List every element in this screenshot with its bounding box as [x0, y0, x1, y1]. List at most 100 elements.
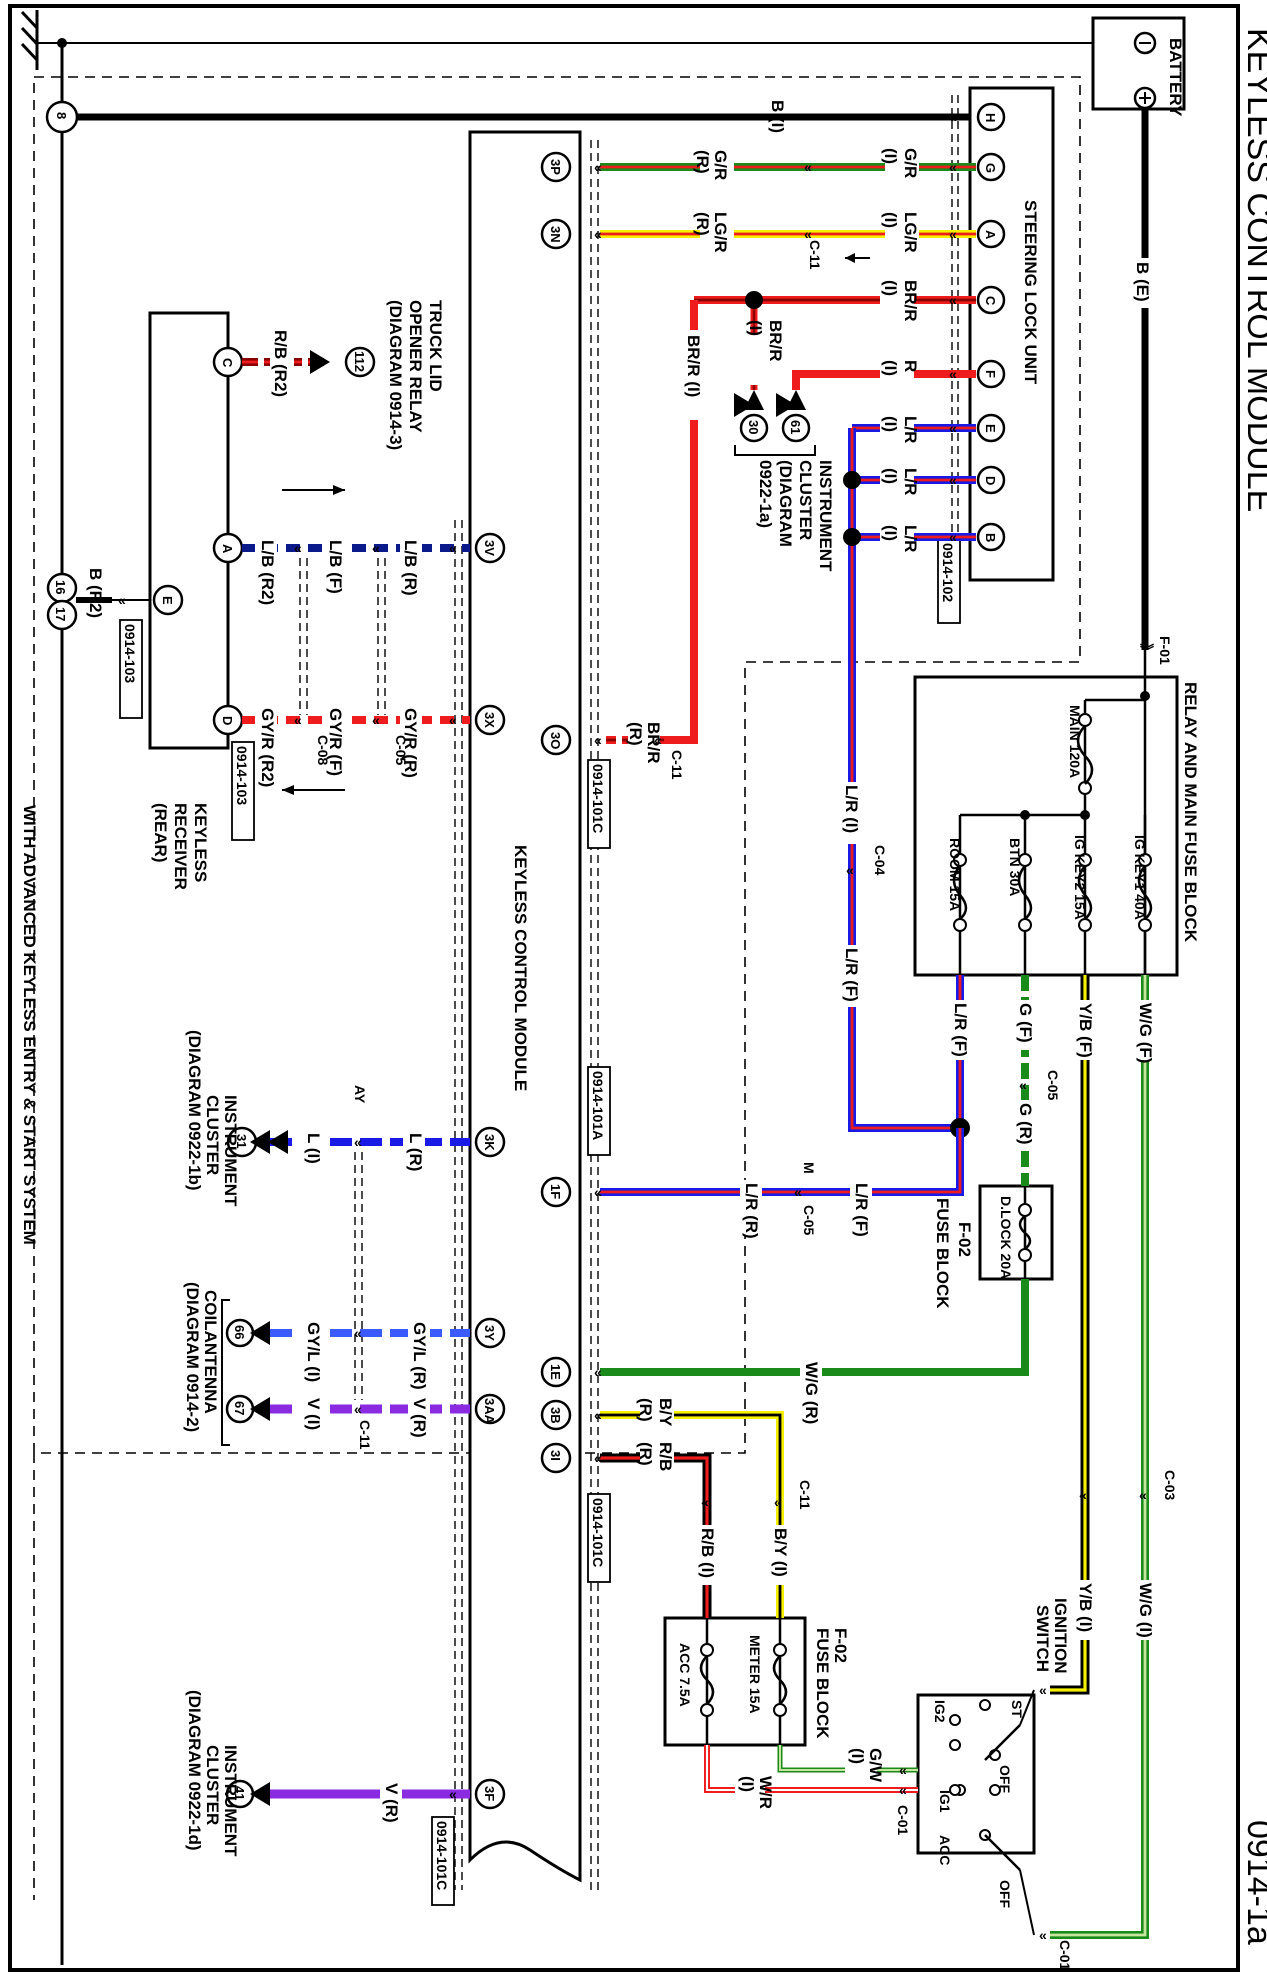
- wire-label: (I): [738, 1776, 757, 1792]
- fuse-block-f02-id: F-02: [955, 1222, 974, 1257]
- pin-label: A: [983, 230, 998, 240]
- footer-note: WITH ADVANCED KEYLESS ENTRY & START SYST…: [20, 805, 39, 1245]
- wire-w-r-stripe: [705, 1745, 918, 1792]
- wire-l-r-1f-stripe: [600, 1128, 962, 1194]
- connector-chevron-icon: «: [949, 109, 957, 125]
- connector-chevron-icon: «: [594, 1184, 602, 1200]
- connector-c11-label: C-11: [797, 1480, 813, 1510]
- wire-label: BR/R: [766, 320, 785, 362]
- connector-c05-label: C-05: [1045, 1070, 1061, 1101]
- wire-b-y: [600, 1411, 784, 1618]
- switch-arm: [984, 1724, 1021, 1761]
- wire-label: (I): [881, 468, 900, 484]
- connector-chevron-icon: «: [594, 1407, 602, 1423]
- junction-dot: [843, 528, 861, 546]
- pin-label: D: [983, 476, 998, 485]
- arrow-icon: [250, 1130, 270, 1154]
- pin-label: 3AA: [482, 1398, 497, 1425]
- wire-label: L/R: [901, 468, 920, 495]
- connector-chevron-icon: «: [594, 159, 602, 175]
- coil-antenna-label: (DIAGRAM 0914-2): [183, 1282, 202, 1432]
- fuse-terminal: [1138, 918, 1152, 932]
- pin-label: H: [983, 113, 998, 122]
- receiver-pin-E: [152, 584, 184, 616]
- wire-label: L/R (F): [951, 1003, 970, 1057]
- page-number: 0914-1a: [1240, 1820, 1267, 1945]
- pin-label: 3N: [548, 226, 563, 243]
- wire-label: (I): [881, 360, 900, 376]
- connector-c01-label: C-01: [1057, 1940, 1073, 1971]
- wire-r: [792, 370, 976, 390]
- battery-label: BATTERY: [1166, 38, 1185, 117]
- wire-label: (I): [881, 280, 900, 296]
- arrow-icon: [310, 350, 330, 374]
- arrow-icon: [845, 253, 855, 263]
- connector-chevron-icon: «: [372, 712, 380, 728]
- connector-chevron-icon: «: [949, 159, 957, 175]
- truck-lid-label: OPENER RELAY: [406, 300, 425, 433]
- keyless-control-module-box: [468, 130, 582, 1883]
- wire-label-b-i: B (I): [768, 100, 787, 133]
- wire-label: G/W: [866, 1748, 885, 1783]
- arrow-icon: [333, 485, 345, 495]
- fuse-ig-key1: IG KEY1 40A: [1132, 835, 1148, 920]
- wire-label: LG/R: [711, 212, 730, 253]
- wire-label: (R): [626, 722, 645, 746]
- wire-label: G (F): [1016, 1003, 1035, 1043]
- fuse-terminal: [700, 1703, 714, 1717]
- kcm-pin-3N: [540, 218, 572, 250]
- pin-label: 1E: [548, 1364, 563, 1380]
- connector-chevron-icon: «: [804, 159, 812, 175]
- steering-lock-pin-D: [976, 465, 1006, 495]
- ignition-switch-label2: SWITCH: [1033, 1605, 1052, 1672]
- pin-label: 66: [232, 1325, 247, 1339]
- pin-label: 1F: [548, 1184, 563, 1199]
- wire-label: R: [901, 360, 920, 372]
- wire-label: L/R: [901, 416, 920, 443]
- connector-chevron-icon: «: [449, 540, 457, 556]
- kcm-pin-3O: [540, 724, 572, 756]
- steering-lock-pin-F: [976, 359, 1006, 389]
- pin-label: 3X: [482, 712, 497, 728]
- connector-chevron-icon: «: [594, 732, 602, 748]
- wire-l-r-1f: [600, 1128, 964, 1196]
- connector-chevron-icon: «: [949, 366, 957, 382]
- wire-label: Y/B (I): [1076, 1583, 1095, 1632]
- connector-chevron: ︾: [1140, 643, 1154, 659]
- wire-label: BR/R: [644, 722, 663, 764]
- connector-chevron: «: [118, 592, 126, 608]
- arrow-icon: [250, 1321, 270, 1345]
- keyless-receiver-label2: RECEIVER: [171, 803, 190, 890]
- coil-antenna-label: COILANTENNA: [201, 1290, 220, 1414]
- pin-label: C: [220, 358, 235, 368]
- wire-label: (I): [881, 525, 900, 541]
- arrow-icon: [776, 393, 796, 417]
- pin-label: F: [983, 370, 998, 378]
- pin-label: 41: [232, 1786, 247, 1800]
- connector-chevron-icon: «: [594, 226, 602, 242]
- bracket: [221, 1299, 230, 1446]
- wire-y-b-stripe: [1050, 975, 1087, 1692]
- kcm-pin-3V: [474, 532, 506, 564]
- wire-label: GY/R (R): [401, 708, 420, 778]
- ground-node-8-label: 8: [54, 112, 69, 119]
- kcm-pin-3AA: [474, 1393, 506, 1425]
- fuse-icon: [1017, 865, 1033, 920]
- connector-chevron-icon: «: [654, 732, 662, 748]
- ref-0914-101c-c: 0914-101C: [434, 1821, 450, 1890]
- connector-chevron-icon: «: [794, 1184, 802, 1200]
- fuse-block-f02-dlock-box: [978, 1184, 1054, 1281]
- pin-label: 3O: [548, 732, 563, 749]
- switch-contact: [949, 1714, 961, 1726]
- ign-pos-st: ST: [1009, 1700, 1025, 1718]
- connector-chevron-icon: «: [1039, 1682, 1047, 1698]
- wire-r-b: [600, 1453, 712, 1618]
- fuse-icon-meter: [772, 1655, 788, 1705]
- wire-label: V (R): [382, 1783, 401, 1823]
- wire-label: W/G (R): [802, 1362, 821, 1424]
- ignition-switch-box: [916, 1693, 1036, 1855]
- pin-label: G: [983, 163, 998, 173]
- wire-label: LG/R: [901, 212, 920, 253]
- wire-label: (R): [693, 212, 712, 236]
- connector-chevron-icon: «: [354, 1401, 362, 1417]
